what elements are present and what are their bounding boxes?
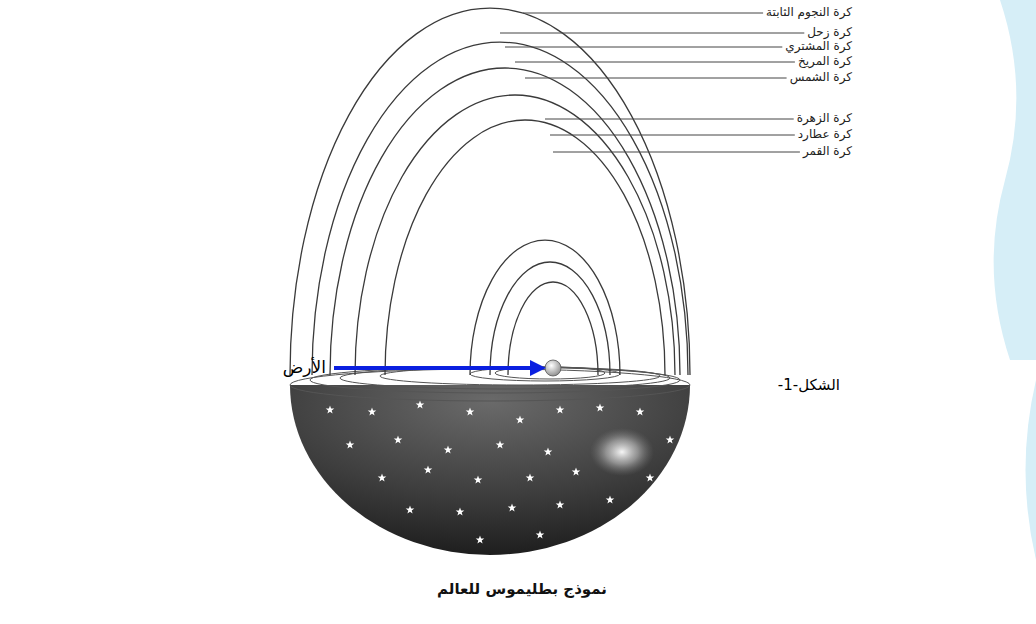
sphere-label: كرة زحل: [807, 25, 852, 39]
sphere-arc: [355, 95, 675, 375]
earth-sphere: [545, 360, 561, 376]
leader-line: [525, 78, 787, 79]
sphere-arc: [290, 8, 690, 375]
figure-number: الشكل-1-: [778, 376, 840, 394]
leader-line: [500, 33, 804, 34]
sphere-label: كرة القمر: [803, 144, 852, 158]
star-symbol: [516, 416, 525, 424]
leader-line: [505, 47, 782, 48]
star-symbol: [466, 408, 475, 416]
star-symbol: [456, 508, 465, 516]
star-symbol: [476, 536, 485, 544]
star-symbol: [416, 401, 425, 409]
star-symbol: [394, 436, 403, 444]
sphere-label: كرة الزهرة: [797, 111, 852, 125]
leader-line: [545, 119, 794, 120]
star-symbol: [508, 504, 517, 512]
celestial-bowl: [290, 385, 690, 555]
star-symbol: [572, 468, 581, 476]
caption: نموذج بطليموس للعالم: [437, 580, 607, 598]
star-symbol: [666, 436, 675, 444]
sphere-arc: [385, 120, 665, 375]
leader-line: [553, 152, 800, 153]
star-symbol: [406, 506, 415, 514]
star-symbol: [526, 474, 535, 482]
leader-line: [515, 62, 795, 63]
sphere-arc: [508, 282, 598, 375]
sphere-label: كرة المريخ: [798, 54, 852, 68]
star-symbol: [378, 474, 387, 482]
star-symbol: [556, 406, 565, 414]
earth-label: الأرض: [283, 357, 326, 377]
star-symbol: [496, 441, 505, 449]
star-symbol: [646, 474, 655, 482]
star-symbol: [536, 531, 545, 539]
star-symbol: [474, 476, 483, 484]
sphere-label: كرة الشمس: [790, 70, 852, 84]
star-symbol: [544, 448, 553, 456]
star-symbol: [444, 446, 453, 454]
orbit-ring: [310, 367, 680, 393]
star-symbol: [596, 404, 605, 412]
sphere-arc: [312, 42, 688, 375]
decor-band: [994, 0, 1036, 360]
decor-band: [1026, 380, 1036, 560]
milky-glow: [590, 428, 654, 476]
sphere-arc: [470, 240, 620, 375]
earth-arrowhead: [530, 360, 546, 376]
sphere-label: كرة المشتري: [785, 39, 852, 53]
earth-arrow: [334, 366, 532, 370]
star-symbol: [368, 408, 377, 416]
sphere-label: كرة عطارد: [798, 127, 852, 141]
star-symbol: [326, 406, 335, 414]
sphere-label: كرة النجوم الثابتة: [766, 5, 852, 19]
leader-line: [550, 135, 795, 136]
star-symbol: [424, 466, 433, 474]
star-symbol: [606, 496, 615, 504]
sphere-arc: [330, 68, 680, 375]
star-symbol: [556, 501, 565, 509]
sphere-arc: [490, 262, 610, 375]
leader-line: [523, 13, 763, 14]
star-symbol: [636, 408, 645, 416]
star-symbol: [346, 441, 355, 449]
